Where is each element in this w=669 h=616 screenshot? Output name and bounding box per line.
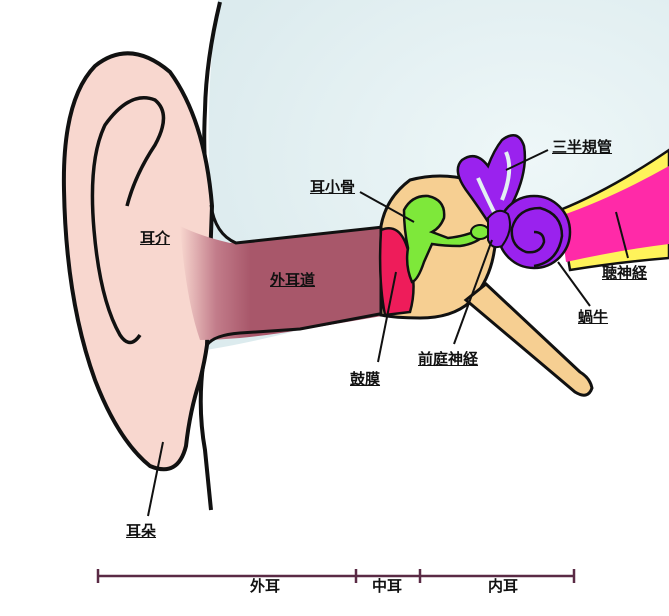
ear-canal-shape bbox=[180, 226, 382, 340]
auditory-nerve-pink bbox=[560, 166, 669, 262]
vestibular-nerve-leader bbox=[453, 239, 493, 345]
section-outer-ear: 外耳 bbox=[250, 577, 281, 595]
cochlea-leader bbox=[557, 261, 591, 307]
earlobe-leader bbox=[147, 441, 164, 517]
label-vestibular-nerve: 前庭神経 bbox=[418, 350, 479, 368]
eustachian-tube bbox=[463, 282, 594, 397]
label-ear-canal: 外耳道 bbox=[270, 271, 316, 289]
ossicles-shape bbox=[402, 194, 489, 284]
semicircular-canal-inner-1 bbox=[476, 177, 496, 213]
label-semicircular-canals: 三半規管 bbox=[552, 138, 613, 156]
stapes-footplate bbox=[470, 224, 490, 240]
eardrum-leader bbox=[377, 271, 397, 363]
label-earlobe: 耳朵 bbox=[126, 522, 157, 540]
section-middle-ear: 中耳 bbox=[372, 577, 403, 595]
semicircular-leader bbox=[505, 149, 549, 171]
label-cochlea: 蝸牛 bbox=[578, 308, 609, 326]
auditory-nerve-leader bbox=[615, 211, 629, 259]
ear-canal-bottom-outline bbox=[205, 311, 386, 346]
label-ossicles: 耳小骨 bbox=[310, 178, 356, 196]
semicircular-canal-inner-2 bbox=[500, 151, 512, 201]
label-eardrum: 鼓膜 bbox=[350, 370, 381, 388]
section-inner-ear: 内耳 bbox=[488, 577, 519, 595]
label-auricle: 耳介 bbox=[140, 229, 171, 247]
eardrum-shape bbox=[378, 227, 415, 317]
ear-canal-top-outline bbox=[209, 204, 384, 245]
label-auditory-nerve: 聴神経 bbox=[602, 264, 648, 282]
ossicles-leader bbox=[359, 191, 415, 223]
auricle-shape bbox=[61, 51, 215, 472]
vestibule-shape bbox=[487, 209, 511, 249]
cochlea-spiral bbox=[510, 206, 564, 268]
helix-curl bbox=[90, 96, 166, 345]
